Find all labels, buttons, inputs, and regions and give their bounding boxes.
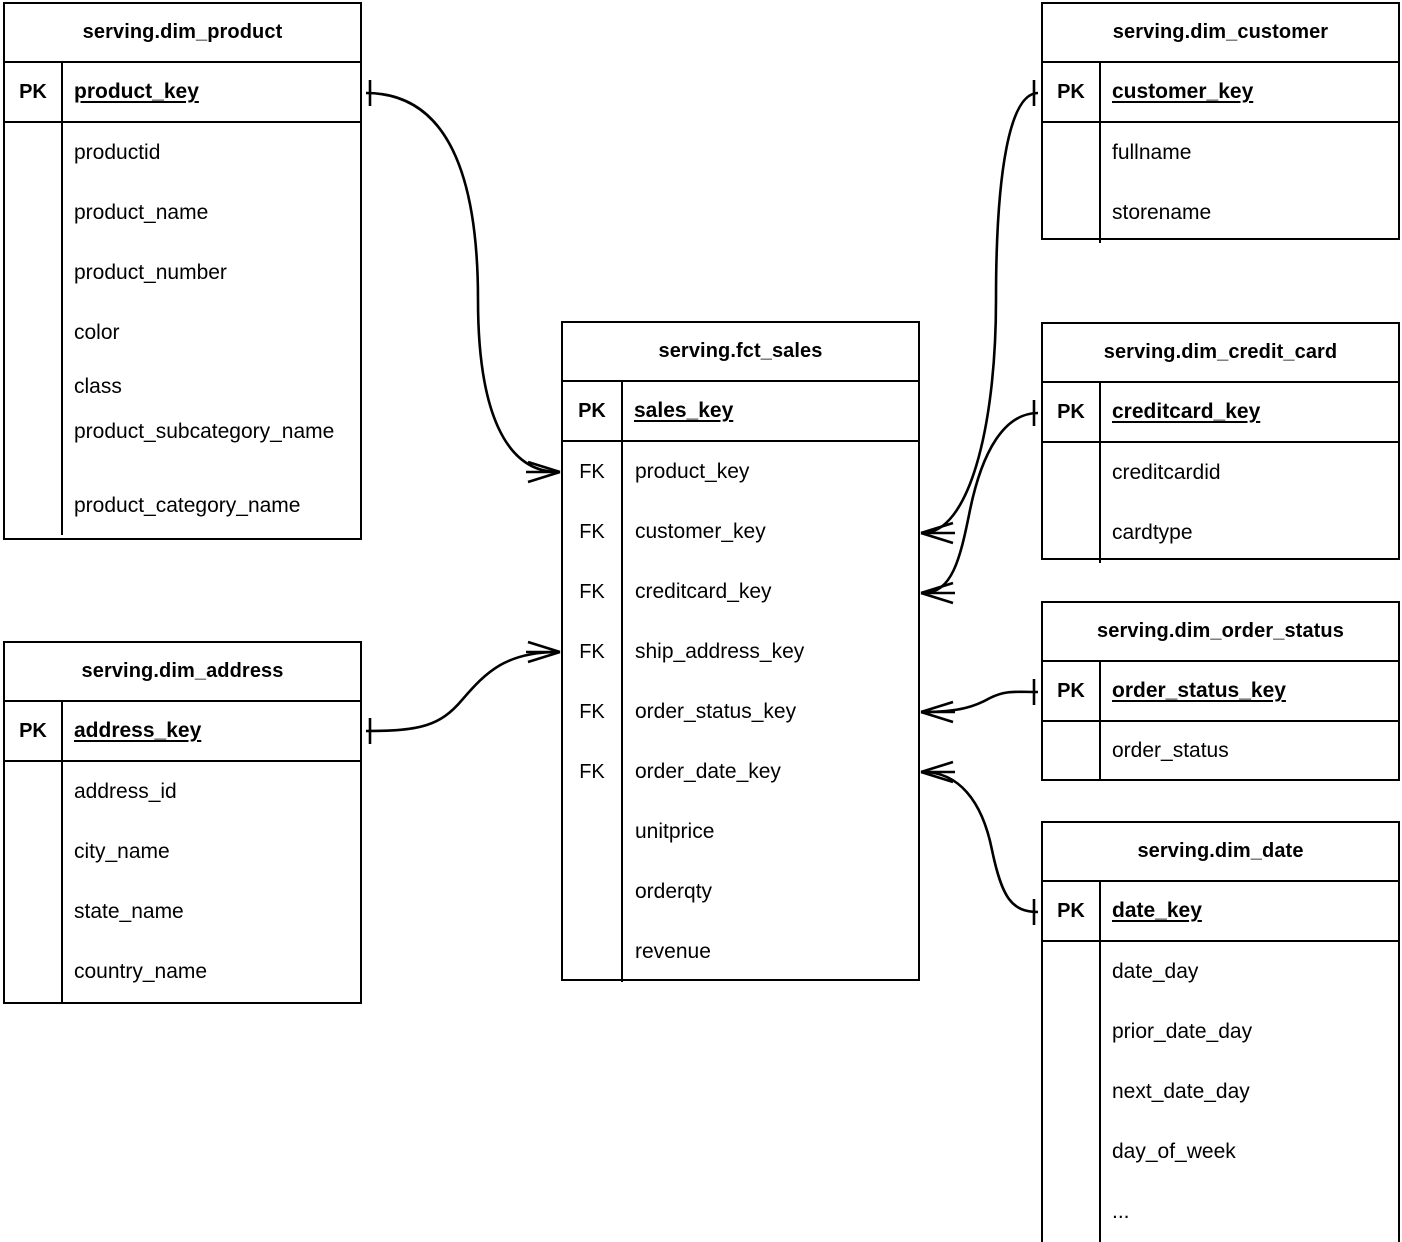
entity-dim-product[interactable]: serving.dim_product PK product_key produ… (3, 2, 362, 540)
entity-dim-address[interactable]: serving.dim_address PK address_key addre… (3, 641, 362, 1004)
entity-dim-customer[interactable]: serving.dim_customer PK customer_key ful… (1041, 2, 1400, 243)
fk-field-row: ship_address_key (635, 640, 805, 663)
pk-label: PK (1043, 882, 1101, 940)
attribute-row: prior_date_day (1112, 1020, 1253, 1043)
relationship-line-creditcard (922, 411, 1039, 595)
fk-label: FK (579, 700, 605, 723)
pk-row-dim-order-status: PK order_status_key (1043, 662, 1398, 722)
attributes-fct-sales: FK FK FK FK FK FK product_key customer_k… (563, 442, 918, 982)
attributes-dim-date: date_day prior_date_day next_date_day da… (1043, 942, 1398, 1242)
attribute-key-gutter (1043, 443, 1101, 563)
attribute-row: city_name (74, 840, 170, 863)
entity-title-dim-credit-card: serving.dim_credit_card (1043, 324, 1398, 383)
pk-label: PK (1043, 383, 1101, 441)
attribute-key-gutter (1043, 123, 1101, 243)
fk-field-row: customer_key (635, 520, 766, 543)
entity-title-fct-sales: serving.fct_sales (563, 323, 918, 382)
attribute-row: date_day (1112, 960, 1199, 983)
fk-field-row: product_key (635, 460, 750, 483)
attributes-dim-order-status: order_status (1043, 722, 1398, 779)
attribute-row: cardtype (1112, 521, 1193, 544)
attribute-row: product_number (74, 261, 227, 284)
attribute-row: class (74, 375, 122, 398)
measure-key-gutter (563, 802, 621, 982)
pk-field-order-status-key: order_status_key (1112, 679, 1286, 702)
attribute-key-gutter (1043, 942, 1101, 1242)
crows-foot-orderstatus (920, 700, 955, 724)
crows-foot-product (526, 460, 561, 484)
entity-title-dim-product: serving.dim_product (5, 4, 360, 63)
fk-field-row: order_date_key (635, 760, 781, 783)
attribute-row: product_category_name (74, 494, 301, 517)
fk-label: FK (579, 520, 605, 543)
attribute-row: day_of_week (1112, 1140, 1236, 1163)
attribute-row: next_date_day (1112, 1080, 1250, 1103)
pk-field-address-key: address_key (74, 719, 202, 742)
fk-field-row: creditcard_key (635, 580, 772, 603)
attributes-dim-address: address_id city_name state_name country_… (5, 762, 360, 1002)
relationship-line-date (922, 770, 1039, 914)
attribute-row: product_subcategory_name (74, 420, 335, 443)
attribute-key-gutter (5, 123, 63, 535)
relationship-line-customer (922, 91, 1039, 535)
fk-label: FK (579, 580, 605, 603)
attributes-dim-credit-card: creditcardid cardtype (1043, 443, 1398, 563)
pk-row-fct-sales: PK sales_key (563, 382, 918, 442)
attribute-row: fullname (1112, 141, 1192, 164)
pk-row-dim-address: PK address_key (5, 702, 360, 762)
attribute-key-gutter (1043, 722, 1101, 779)
entity-title-dim-customer: serving.dim_customer (1043, 4, 1398, 63)
pk-row-dim-customer: PK customer_key (1043, 63, 1398, 123)
fk-key-gutter: FK FK FK FK FK FK (563, 442, 623, 982)
fk-label: FK (579, 640, 605, 663)
measure-row: orderqty (635, 880, 713, 903)
attributes-dim-customer: fullname storename (1043, 123, 1398, 243)
crows-foot-address (526, 640, 561, 664)
pk-row-dim-date: PK date_key (1043, 882, 1398, 942)
attributes-dim-product: productid product_name product_number co… (5, 123, 360, 535)
attribute-row: product_name (74, 201, 209, 224)
pk-field-customer-key: customer_key (1112, 80, 1254, 103)
crows-foot-customer (920, 521, 955, 545)
attribute-row: order_status (1112, 738, 1229, 762)
attribute-key-gutter (5, 762, 63, 1002)
pk-label: PK (563, 382, 623, 440)
crows-foot-creditcard (920, 581, 955, 605)
entity-dim-order-status[interactable]: serving.dim_order_status PK order_status… (1041, 601, 1400, 781)
entity-title-dim-address: serving.dim_address (5, 643, 360, 702)
attribute-row: country_name (74, 960, 208, 983)
attribute-row: storename (1112, 201, 1212, 224)
attribute-row: color (74, 321, 120, 344)
entity-dim-date[interactable]: serving.dim_date PK date_key date_day pr… (1041, 821, 1400, 1242)
pk-label: PK (5, 63, 63, 121)
pk-label: PK (5, 702, 63, 760)
pk-label: PK (1043, 63, 1101, 121)
relationship-line-orderstatus (922, 690, 1039, 714)
entity-dim-credit-card[interactable]: serving.dim_credit_card PK creditcard_ke… (1041, 322, 1400, 563)
entity-title-dim-order-status: serving.dim_order_status (1043, 603, 1398, 662)
fk-field-row: order_status_key (635, 700, 797, 723)
attribute-row: ... (1112, 1200, 1130, 1223)
attribute-row: creditcardid (1112, 461, 1221, 484)
pk-row-dim-product: PK product_key (5, 63, 360, 123)
attribute-row: productid (74, 141, 161, 164)
pk-field-date-key: date_key (1112, 899, 1202, 922)
measure-row: unitprice (635, 820, 715, 843)
fk-label: FK (579, 460, 605, 483)
pk-label: PK (1043, 662, 1101, 720)
fk-label: FK (579, 760, 605, 783)
relationship-line-address (365, 650, 559, 733)
pk-field-creditcard-key: creditcard_key (1112, 400, 1261, 423)
pk-field-sales-key: sales_key (634, 399, 734, 422)
pk-row-dim-credit-card: PK creditcard_key (1043, 383, 1398, 443)
entity-title-dim-date: serving.dim_date (1043, 823, 1398, 882)
crows-foot-date (920, 760, 955, 784)
attribute-row: state_name (74, 900, 184, 923)
relationship-line-product (365, 91, 559, 474)
attribute-row: address_id (74, 780, 177, 803)
measure-row: revenue (635, 940, 711, 963)
entity-fct-sales[interactable]: serving.fct_sales PK sales_key FK FK FK … (561, 321, 920, 982)
pk-field-product-key: product_key (74, 80, 199, 103)
